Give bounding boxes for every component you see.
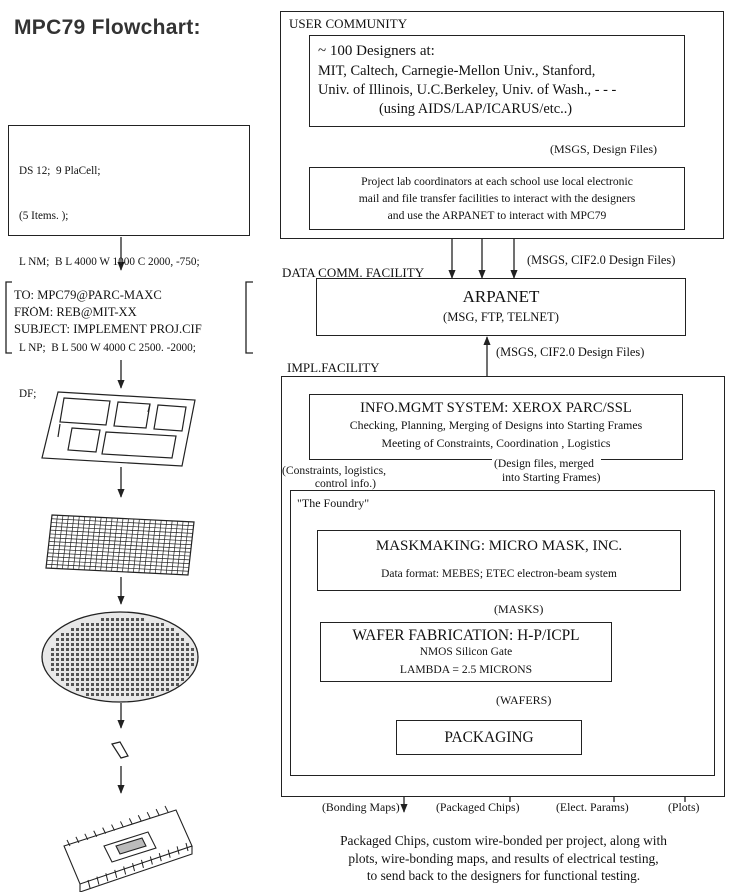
maskmaking-sub: Data format: MEBES; ETEC electron-beam s… <box>381 568 617 580</box>
info-mgmt-line-2: Meeting of Constraints, Coordination , L… <box>381 436 611 450</box>
cif-line: (5 Items. ); <box>19 210 69 223</box>
designers-tools: (using AIDS/LAP/ICARUS/etc..) <box>379 101 573 117</box>
packaged-chips-label: (Packaged Chips) <box>436 800 520 814</box>
designers-count: ~ 100 Designers at: <box>318 43 435 59</box>
cif-code: DS 12; 9 PlaCell; (5 Items. ); L NM; B L… <box>19 133 200 433</box>
coordinators-box: Project lab coordinators at each school … <box>309 167 685 230</box>
maskmaking-title: MASKMAKING: MICRO MASK, INC. <box>375 538 623 554</box>
design-files-merged-label: (Design files, merged into Starting Fram… <box>492 457 601 485</box>
info-mgmt-box: INFO.MGMT SYSTEM: XEROX PARC/SSL Checkin… <box>309 394 683 460</box>
email-subject: SUBJECT: IMPLEMENT PROJ.CIF <box>14 322 202 336</box>
arpanet-sub: (MSG, FTP, TELNET) <box>443 310 559 324</box>
masks-label: (MASKS) <box>494 602 544 616</box>
packaged-chip-illustration <box>63 809 193 892</box>
page-title: MPC79 Flowchart: <box>14 16 201 39</box>
footer-line: to send back to the designers for functi… <box>366 868 641 884</box>
footer-line: plots, wire-bonding maps, and results of… <box>348 850 659 866</box>
foundry-label: "The Foundry" <box>297 496 370 510</box>
coordinators-line: Project lab coordinators at each school … <box>361 175 633 188</box>
wafers-label: (WAFERS) <box>496 693 552 707</box>
impl-facility-heading: IMPL.FACILITY <box>287 360 380 375</box>
wafer-fab-sub-1: NMOS Silicon Gate <box>419 646 513 658</box>
user-community-heading: USER COMMUNITY <box>289 16 408 31</box>
cif-line: DF; <box>19 387 37 400</box>
packaging-title: PACKAGING <box>444 729 534 746</box>
cif-line: . . . <box>27 299 41 312</box>
info-mgmt-line-1: Checking, Planning, Merging of Designs i… <box>349 418 643 432</box>
footer-line: Packaged Chips, custom wire-bonded per p… <box>340 833 667 848</box>
wafer-fab-sub-2: LAMBDA = 2.5 MICRONS <box>399 663 533 676</box>
impl-msgs-label: (MSGS, CIF2.0 Design Files) <box>496 345 645 359</box>
designers-box: ~ 100 Designers at: MIT, Caltech, Carneg… <box>309 35 685 127</box>
cif-line: L NP; B L 500 W 4000 C 2500. -2000; <box>19 341 196 354</box>
cif-line: L NM; B L 4000 W 1000 C 2000, -750; <box>19 256 200 269</box>
cif-code-box: DS 12; 9 PlaCell; (5 Items. ); L NM; B L… <box>8 125 250 400</box>
arpanet-title: ARPANET <box>462 287 540 306</box>
coordinators-line: mail and file transfer facilities to int… <box>358 192 636 205</box>
cif-line: DS 12; 9 PlaCell; <box>19 164 101 177</box>
wafer-illustration <box>41 611 199 703</box>
info-mgmt-title: INFO.MGMT SYSTEM: XEROX PARC/SSL <box>360 400 632 416</box>
data-comm-msgs-label: (MSGS, CIF2.0 Design Files) <box>527 253 676 267</box>
footer-text: Packaged Chips, custom wire-bonded per p… <box>281 832 726 885</box>
maskmaking-box: MASKMAKING: MICRO MASK, INC. Data format… <box>317 530 681 591</box>
plots-label: (Plots) <box>668 800 700 814</box>
packaging-box: PACKAGING <box>396 720 582 755</box>
email-to: TO: MPC79@PARC-MAXC <box>14 288 162 302</box>
email-header: TO: MPC79@PARC-MAXC FROM: REB@MIT-XX SUB… <box>14 287 202 338</box>
constraints-label: (Constraints, logistics, control info.) <box>282 464 387 490</box>
single-die <box>111 741 129 759</box>
wafer-fab-title: WAFER FABRICATION: H-P/ICPL <box>352 627 580 644</box>
data-comm-heading: DATA COMM. FACILITY <box>282 265 425 280</box>
mask-layout-illustration <box>41 391 196 467</box>
wafer-fab-box: WAFER FABRICATION: H-P/ICPL NMOS Silicon… <box>320 622 612 682</box>
email-bracket <box>245 281 253 354</box>
email-from: FROM: REB@MIT-XX <box>14 305 137 319</box>
elect-params-label: (Elect. Params) <box>556 800 629 814</box>
designers-line-2: MIT, Caltech, Carnegie-Mellon Univ., Sta… <box>318 63 596 79</box>
bonding-maps-label: (Bonding Maps) <box>322 800 400 814</box>
designers-line-3: Univ. of Illinois, U.C.Berkeley, Univ. o… <box>318 82 617 98</box>
msgs-design-files-label: (MSGS, Design Files) <box>550 142 658 156</box>
arpanet-box: ARPANET (MSG, FTP, TELNET) <box>316 278 686 336</box>
coordinators-line: and use the ARPANET to interact with MPC… <box>387 209 607 222</box>
